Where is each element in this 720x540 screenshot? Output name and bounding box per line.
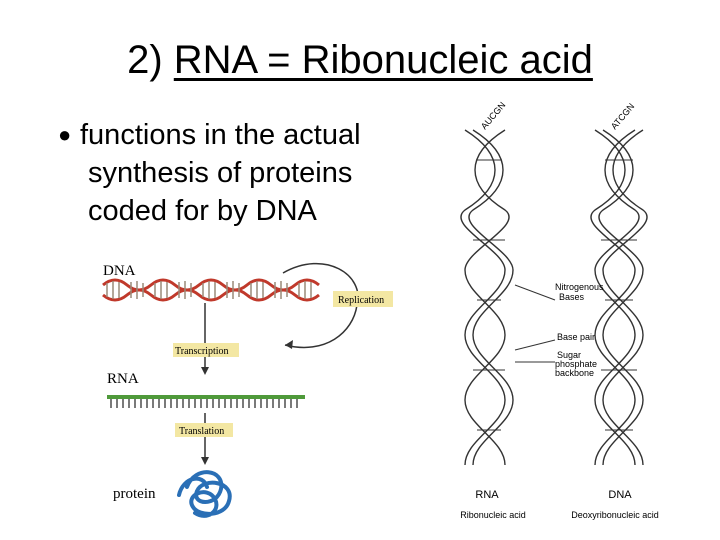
callout-nitrogenous: Nitrogenous	[555, 282, 604, 292]
rna-strand-graphic	[107, 395, 305, 408]
rna-name: RNA	[475, 489, 499, 501]
translation-box	[175, 423, 233, 437]
transcription-label: Transcription	[175, 346, 229, 357]
dna-name: DNA	[608, 489, 632, 501]
transcription-box	[173, 343, 239, 357]
dna-strand-graphic	[102, 278, 320, 302]
arrowhead-icon	[285, 340, 293, 349]
bullet-line-3: coded for by DNA	[88, 195, 317, 227]
dna-label: DNA	[103, 263, 136, 279]
callout-line-icon	[514, 284, 556, 301]
callout-bases: Bases	[559, 292, 585, 302]
bullet-line-2: synthesis of proteins	[88, 157, 353, 189]
callout-backbone: backbone	[555, 368, 594, 378]
rna-bases-graphic	[473, 159, 505, 431]
rna-label: RNA	[107, 371, 139, 387]
rna-full-name: Ribonucleic acid	[460, 510, 526, 520]
translation-label: Translation	[179, 426, 224, 437]
protein-graphic	[177, 470, 232, 518]
bullet-line-1: ●functions in the actual	[58, 116, 361, 154]
callout-sugar: Sugar	[557, 350, 581, 360]
replication-box	[333, 291, 393, 307]
callout-base-pair: Base pair	[557, 332, 595, 342]
title-prefix: 2)	[127, 38, 174, 82]
bullet-dot-icon: ●	[58, 122, 72, 147]
helix-comparison-diagram: AUCGN ATCGN Nitrogenous Bases Base pair …	[460, 100, 659, 520]
dna-full-name: Deoxyribonucleic acid	[571, 510, 659, 520]
slide-title: 2) RNA = Ribonucleic acid	[0, 38, 720, 83]
rna-top-label: AUCGN	[479, 100, 508, 131]
callout-phosphate: phosphate	[555, 359, 597, 369]
rna-helix	[460, 129, 514, 466]
dna-top-label: ATCGN	[609, 101, 636, 131]
title-main: RNA = Ribonucleic acid	[173, 38, 593, 82]
dna-helix	[590, 129, 648, 466]
central-dogma-diagram: DNA Replication Transcription RNA Transl…	[102, 262, 393, 518]
protein-label: protein	[113, 486, 156, 502]
replication-label: Replication	[338, 295, 384, 306]
bullet-text: ●functions in the actual synthesis of pr…	[58, 116, 361, 230]
